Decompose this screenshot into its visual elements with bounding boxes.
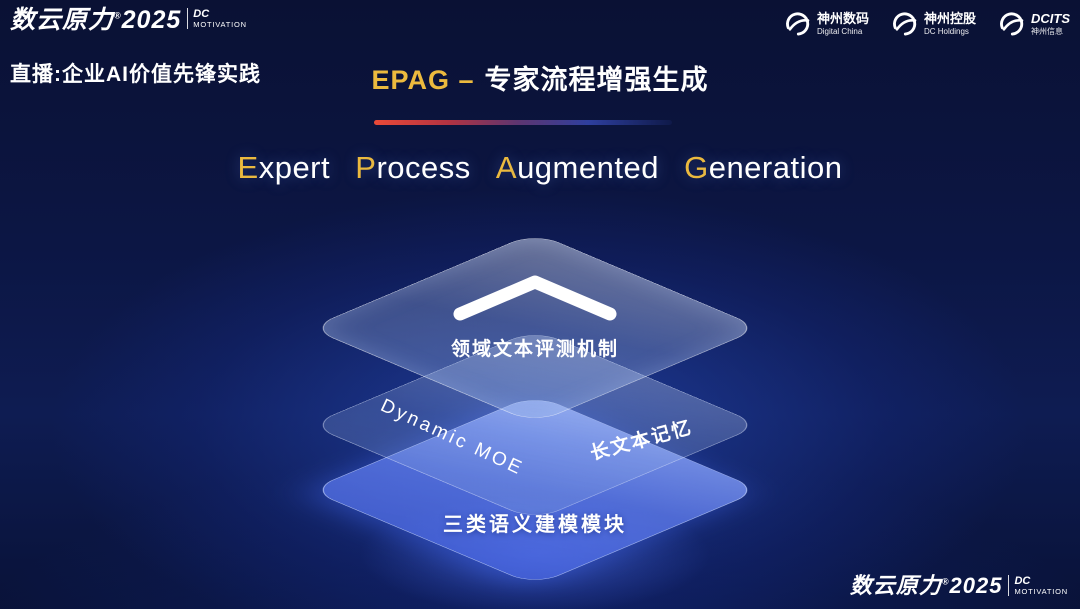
middle-layer-right-label: 长文本记忆 bbox=[588, 417, 695, 465]
brand-dc-label: DC bbox=[193, 8, 210, 20]
heading-chinese: 专家流程增强生成 bbox=[484, 65, 709, 95]
subtitle-word: Expert bbox=[237, 150, 331, 185]
brand-motivation-label: MOTIVATION bbox=[193, 20, 247, 30]
brand-logo-top-left: 数云原力®2025 DC MOTIVATION bbox=[10, 8, 247, 33]
swoosh-logo-icon bbox=[786, 12, 810, 36]
subtitle-word: Generation bbox=[684, 150, 843, 185]
gradient-divider-line bbox=[374, 120, 672, 125]
brand-dc-label: DC bbox=[1014, 575, 1031, 587]
logo-text: 神州控股 DC Holdings bbox=[923, 10, 976, 36]
brand-name: 数云原力®2025 bbox=[849, 573, 1003, 598]
subtitle-word: Augmented bbox=[495, 150, 659, 185]
brand-year: 2025 bbox=[949, 573, 1003, 598]
logo-text: 神州数码 Digital China bbox=[816, 10, 869, 36]
swoosh-logo-icon bbox=[1000, 12, 1024, 36]
top-layer-label: 领域文本评测机制 bbox=[450, 339, 620, 360]
slide-heading: EPAG – 专家流程增强生成 bbox=[0, 58, 1080, 97]
swoosh-logo-icon bbox=[893, 12, 917, 36]
subtitle-word: Process bbox=[355, 150, 471, 185]
brand-name: 数云原力®2025 bbox=[10, 6, 182, 34]
brand-year: 2025 bbox=[121, 6, 182, 34]
bottom-layer-label: 三类语义建模模块 bbox=[443, 514, 627, 536]
chevron-up-icon bbox=[453, 275, 617, 321]
logo-dc-holdings: 神州控股 DC Holdings bbox=[891, 10, 976, 37]
brand-subtext: DC MOTIVATION bbox=[1008, 575, 1068, 597]
brand-subtext: DC MOTIVATION bbox=[187, 8, 247, 30]
partner-logos: 神州数码 Digital China 神州控股 DC Holdings DCIT… bbox=[784, 10, 1070, 37]
brand-motivation-label: MOTIVATION bbox=[1014, 587, 1068, 597]
logo-digital-china: 神州数码 Digital China bbox=[784, 10, 869, 37]
middle-layer-left-label: Dynamic MOE bbox=[377, 395, 528, 480]
logo-text: DCITS 神州信息 bbox=[1031, 10, 1070, 36]
brand-logo-bottom-right: 数云原力®2025 DC MOTIVATION bbox=[850, 575, 1068, 597]
logo-dcits: DCITS 神州信息 bbox=[998, 10, 1070, 37]
registered-mark: ® bbox=[114, 10, 122, 21]
heading-accent-epag: EPAG – bbox=[371, 65, 475, 95]
live-stream-label: 直播:企业AI价值先锋实践 bbox=[10, 63, 261, 86]
subtitle-epag-expansion: Expert Process Augmented Generation bbox=[0, 150, 1080, 186]
registered-mark: ® bbox=[941, 576, 950, 587]
